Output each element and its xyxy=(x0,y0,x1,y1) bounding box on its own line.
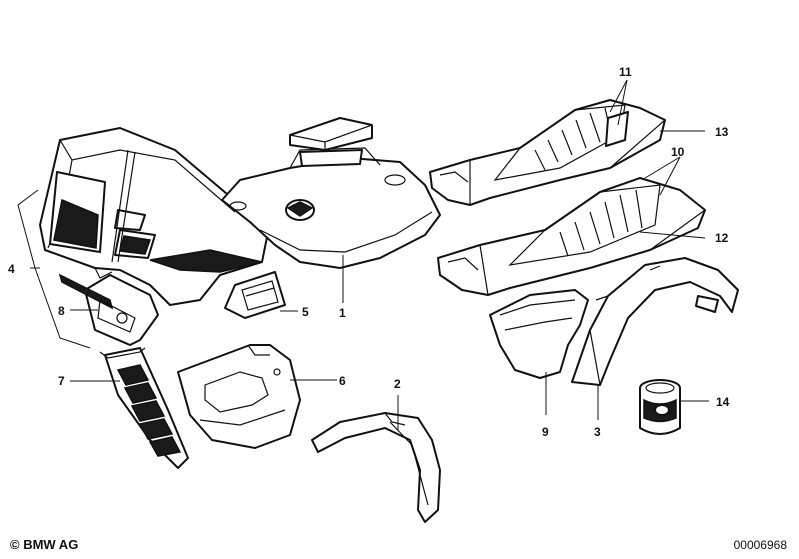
callout-14: 14 xyxy=(716,395,730,409)
callout-1: 1 xyxy=(339,306,346,320)
callout-9: 9 xyxy=(542,425,549,439)
callout-3: 3 xyxy=(594,425,601,439)
leader-lines xyxy=(30,79,709,430)
callout-2: 2 xyxy=(394,377,401,391)
paint-can xyxy=(639,379,681,435)
fuel-tank xyxy=(221,147,441,269)
inner-panel xyxy=(58,273,159,346)
callout-5: 5 xyxy=(302,305,309,319)
callout-10: 10 xyxy=(671,145,685,159)
callout-6: 6 xyxy=(339,374,346,388)
side-cover xyxy=(489,289,589,379)
tank-cover xyxy=(289,117,373,151)
seat-upper xyxy=(429,99,666,206)
callouts: 1 2 3 4 5 6 7 8 9 10 11 12 13 14 xyxy=(8,65,730,439)
callout-8: 8 xyxy=(58,304,65,318)
seat-lower xyxy=(437,177,706,296)
air-duct xyxy=(224,271,286,319)
grille xyxy=(99,347,189,469)
callout-4: 4 xyxy=(8,262,15,276)
callout-12: 12 xyxy=(715,231,729,245)
callout-13: 13 xyxy=(715,125,729,139)
callout-11: 11 xyxy=(619,65,632,79)
copyright-text: © BMW AG xyxy=(10,537,79,552)
rear-mudguard xyxy=(571,257,739,386)
callout-7: 7 xyxy=(58,374,65,388)
front-mudguard xyxy=(311,412,441,523)
lower-fairing xyxy=(177,344,301,449)
image-code: 00006968 xyxy=(733,538,787,552)
fairing xyxy=(39,127,269,306)
